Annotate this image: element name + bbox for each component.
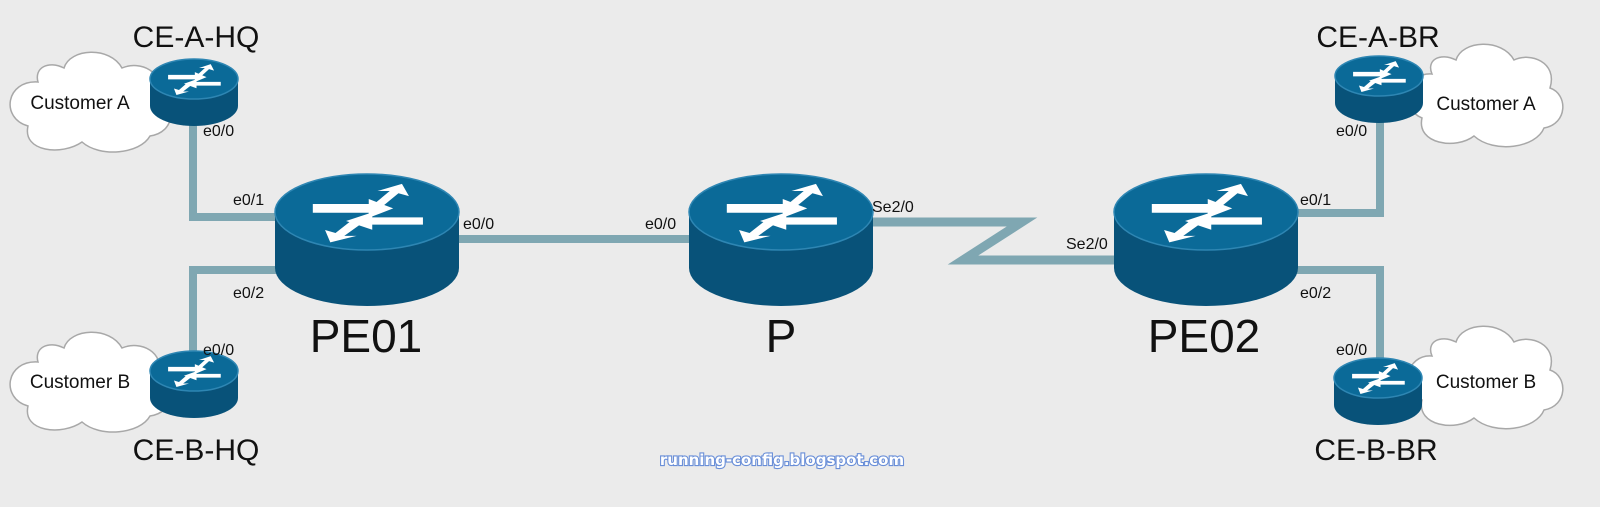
router-icon bbox=[274, 173, 460, 306]
node-label-ce-b-hq: CE-B-HQ bbox=[133, 434, 260, 467]
cloud-icon bbox=[1406, 43, 1564, 148]
node-label-ce-a-br: CE-A-BR bbox=[1316, 21, 1439, 54]
cloud-label: Customer B bbox=[1436, 372, 1536, 393]
node-label-pe02: PE02 bbox=[1148, 310, 1261, 362]
if-label-pe02-e0-1: e0/1 bbox=[1300, 192, 1331, 209]
router-icon bbox=[1334, 55, 1424, 123]
if-label-ce-a-hq-e0-0: e0/0 bbox=[203, 123, 234, 140]
router-ce-b-hq bbox=[149, 350, 239, 418]
router-ce-b-br bbox=[1333, 357, 1423, 425]
if-label-pe01-e0-1: e0/1 bbox=[233, 192, 264, 209]
cloud-customer-a-br: Customer A bbox=[1406, 43, 1564, 148]
router-ce-a-hq bbox=[149, 58, 239, 126]
cloud-customer-b-hq: Customer B bbox=[9, 331, 172, 433]
if-label-ce-b-br-e0-0: e0/0 bbox=[1336, 342, 1367, 359]
router-icon bbox=[149, 350, 239, 418]
node-label-pe01: PE01 bbox=[310, 310, 423, 362]
if-label-pe01-e0-0: e0/0 bbox=[463, 216, 494, 233]
if-label-p-se2-0: Se2/0 bbox=[872, 199, 914, 216]
link-ce-a-hq-pe01 bbox=[189, 108, 282, 221]
router-icon bbox=[149, 58, 239, 126]
node-label-p: P bbox=[766, 310, 797, 362]
router-icon bbox=[1333, 357, 1423, 425]
cloud-label: Customer A bbox=[1436, 94, 1536, 115]
router-pe02 bbox=[1113, 173, 1299, 306]
link-ce-b-hq-pe01 bbox=[189, 266, 282, 375]
if-label-p-e0-0: e0/0 bbox=[645, 216, 676, 233]
link-pe02-ce-b-br bbox=[1290, 266, 1384, 375]
link-pe02-ce-a-br bbox=[1290, 103, 1384, 217]
cloud-icon bbox=[9, 51, 172, 153]
router-icon bbox=[688, 173, 874, 306]
if-label-ce-a-br-e0-0: e0/0 bbox=[1336, 123, 1367, 140]
if-label-ce-b-hq-e0-0: e0/0 bbox=[203, 342, 234, 359]
cloud-label: Customer B bbox=[30, 372, 130, 393]
node-label-ce-a-hq: CE-A-HQ bbox=[133, 21, 260, 54]
watermark: running-config.blogspot.com bbox=[660, 451, 904, 469]
router-p bbox=[688, 173, 874, 306]
if-label-pe01-e0-2: e0/2 bbox=[233, 285, 264, 302]
cloud-customer-b-br: Customer B bbox=[1406, 325, 1564, 430]
links-layer bbox=[189, 103, 1384, 375]
routers-layer bbox=[149, 55, 1424, 425]
cloud-customer-a-hq: Customer A bbox=[9, 51, 172, 153]
router-pe01 bbox=[274, 173, 460, 306]
node-label-ce-b-br: CE-B-BR bbox=[1314, 434, 1437, 467]
if-label-pe02-e0-2: e0/2 bbox=[1300, 285, 1331, 302]
link-p-pe02-serial bbox=[868, 217, 1122, 265]
cloud-label: Customer A bbox=[30, 93, 130, 114]
router-icon bbox=[1113, 173, 1299, 306]
if-label-pe02-se2-0: Se2/0 bbox=[1066, 236, 1108, 253]
router-ce-a-br bbox=[1334, 55, 1424, 123]
